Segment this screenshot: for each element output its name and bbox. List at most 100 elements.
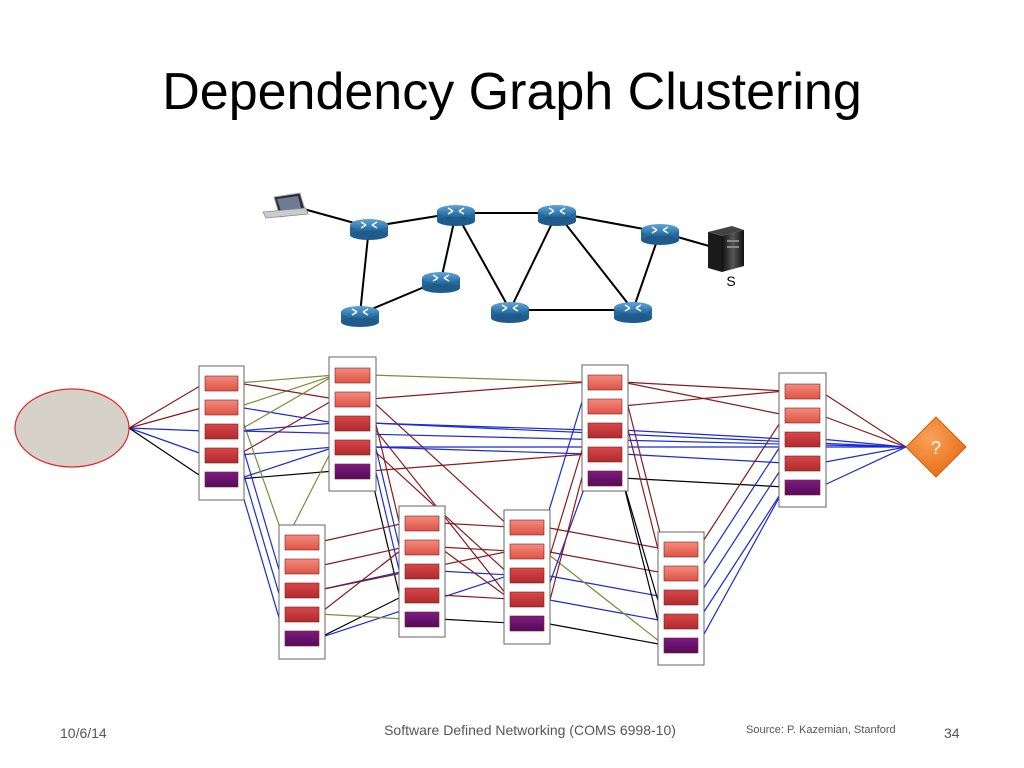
rule-group xyxy=(198,365,245,501)
dependency-edge xyxy=(819,414,907,448)
dependency-edge xyxy=(543,550,665,646)
dependency-edge xyxy=(543,574,665,598)
dependency-edge xyxy=(237,470,336,480)
rule-box xyxy=(284,630,320,647)
dependency-edge xyxy=(128,427,206,456)
dependency-edge xyxy=(543,550,665,574)
rule-box xyxy=(284,606,320,623)
dependency-edge xyxy=(697,414,786,550)
dependency-edge xyxy=(697,462,786,598)
laptop-icon xyxy=(262,192,309,219)
rule-box xyxy=(587,470,623,487)
dependency-edge xyxy=(543,453,589,624)
router-icon xyxy=(641,224,679,245)
target-node: ? xyxy=(905,416,967,478)
rule-group xyxy=(778,372,827,508)
rule-box xyxy=(404,587,440,604)
rule-box xyxy=(509,567,545,584)
dependency-edge xyxy=(128,382,206,429)
router-icon xyxy=(491,302,529,323)
rule-box xyxy=(509,591,545,608)
router-icon xyxy=(422,272,460,293)
network-link xyxy=(359,226,370,315)
rule-box xyxy=(587,422,623,439)
dependency-edge xyxy=(819,446,907,488)
dependency-edge xyxy=(543,622,665,646)
rule-box xyxy=(204,471,239,488)
dependency-edge xyxy=(318,522,406,543)
rule-box xyxy=(663,541,699,558)
rule-box xyxy=(784,407,821,424)
dependency-edge xyxy=(369,374,589,383)
rule-box xyxy=(334,391,371,408)
dependency-edge xyxy=(237,406,286,543)
dependency-edge xyxy=(318,546,406,567)
rule-box xyxy=(204,423,239,440)
source-node xyxy=(14,388,130,468)
rule-box xyxy=(204,399,239,416)
dependency-edge xyxy=(819,438,907,448)
dependency-edge xyxy=(237,374,336,432)
footer-source: Source: P. Kazemian, Stanford xyxy=(746,724,896,736)
dependency-edge xyxy=(543,381,589,528)
dependency-edge xyxy=(819,390,907,448)
dependency-edge xyxy=(621,477,665,646)
rule-box xyxy=(334,367,371,384)
rule-box xyxy=(404,563,440,580)
dependency-edge xyxy=(237,430,286,591)
rule-box xyxy=(587,446,623,463)
dependency-edge xyxy=(438,546,511,600)
rule-box xyxy=(404,515,440,532)
rule-box xyxy=(784,455,821,472)
rule-box xyxy=(334,439,371,456)
dependency-edge xyxy=(318,613,406,620)
dependency-edge xyxy=(543,598,665,622)
router-icon xyxy=(437,205,475,226)
dependency-edge xyxy=(237,446,336,480)
dependency-edge xyxy=(237,454,286,615)
dependency-edge xyxy=(621,429,786,440)
dependency-edge xyxy=(128,427,206,432)
dependency-edge xyxy=(438,522,511,528)
rule-box xyxy=(509,543,545,560)
dependency-edge xyxy=(543,526,665,550)
rule-box xyxy=(334,415,371,432)
dependency-edge xyxy=(697,486,786,622)
rule-box xyxy=(284,534,320,551)
rule-groups xyxy=(198,356,827,666)
server-icon xyxy=(708,226,744,272)
dependency-edge xyxy=(438,546,511,552)
rule-box xyxy=(784,479,821,496)
rule-box xyxy=(404,539,440,556)
footer-course: Software Defined Networking (COMS 6998-1… xyxy=(384,722,676,738)
dependency-edge xyxy=(369,381,589,400)
dependency-edge xyxy=(237,374,336,384)
rule-box xyxy=(784,383,821,400)
slide-title: Dependency Graph Clustering xyxy=(162,63,862,121)
dependency-edge xyxy=(697,486,786,646)
rule-box xyxy=(509,519,545,536)
rule-box xyxy=(334,463,371,480)
dependency-edge xyxy=(621,390,786,407)
footer-date: 10/6/14 xyxy=(60,725,107,741)
rule-group xyxy=(503,509,551,645)
dependency-edge xyxy=(237,478,286,639)
rule-group xyxy=(328,356,377,492)
rule-box xyxy=(204,447,239,464)
dependency-edge xyxy=(697,438,786,574)
rule-box xyxy=(784,431,821,448)
footer-page: 34 xyxy=(944,725,960,741)
rule-box xyxy=(404,611,440,628)
dependency-edge xyxy=(621,381,786,392)
routers xyxy=(341,205,679,327)
dependency-edge xyxy=(621,477,786,488)
dependency-edge xyxy=(128,406,206,429)
dependency-edge xyxy=(237,398,336,456)
dependency-edge xyxy=(438,618,511,624)
rule-box xyxy=(663,565,699,582)
rule-group xyxy=(657,531,705,666)
rule-box xyxy=(284,582,320,599)
dependency-edge xyxy=(543,429,589,576)
network-link xyxy=(632,231,661,311)
dependency-edge xyxy=(819,446,907,464)
